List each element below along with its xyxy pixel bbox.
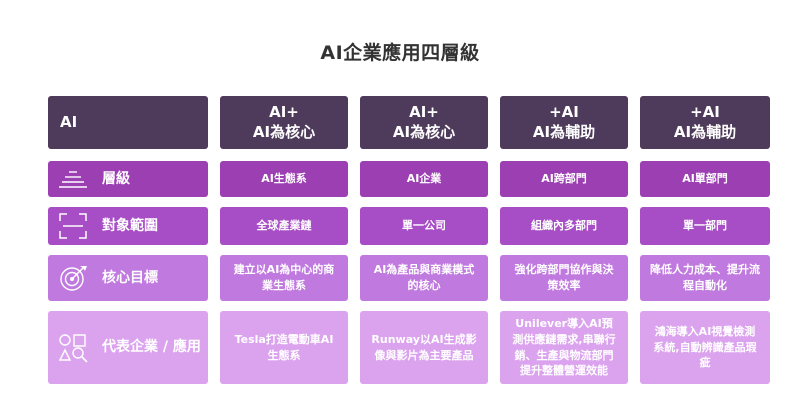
cell-example-2: Runway以AI生成影像與影片為主要產品 (360, 311, 488, 384)
cell-goal-1: 建立以AI為中心的商業生態系 (220, 255, 348, 301)
header-column-3-line2: AI為輔助 (532, 122, 596, 141)
cell-example-3: Unilever導入AI預測供應鏈需求,串聯行銷、生產與物流部門提升整體營運效能 (500, 311, 628, 384)
header-column-3-line1: +AI (549, 103, 579, 121)
header-column-4-line2: AI為輔助 (673, 122, 737, 141)
header-column-1: AI+ AI為核心 (220, 96, 348, 149)
cell-goal-3: 強化跨部門協作與決策效率 (500, 255, 628, 301)
cell-level-3: AI跨部門 (500, 161, 628, 197)
row-label-scope-text: 對象範圍 (102, 217, 158, 234)
diagram-title: AI企業應用四層級 (320, 42, 480, 64)
cell-level-2: AI企業 (360, 161, 488, 197)
row-label-scope: 對象範圍 (48, 207, 208, 245)
row-label-goal: 核心目標 (48, 255, 208, 301)
header-column-1-line1: AI+ (269, 103, 299, 121)
header-column-3: +AI AI為輔助 (500, 96, 628, 149)
cell-scope-2: 單一公司 (360, 207, 488, 245)
cell-goal-4: 降低人力成本、提升流程自動化 (640, 255, 770, 301)
cell-scope-3: 組織內多部門 (500, 207, 628, 245)
row-label-level-text: 層級 (102, 170, 130, 187)
header-corner-label: AI (60, 112, 78, 131)
header-column-2-line2: AI為核心 (392, 122, 456, 141)
row-label-example: 代表企業 / 應用 (48, 311, 208, 384)
header-column-1-line2: AI為核心 (252, 122, 316, 141)
layers-icon (58, 164, 88, 194)
header-column-2: AI+ AI為核心 (360, 96, 488, 149)
shapes-search-icon (58, 333, 88, 363)
target-icon (58, 263, 88, 293)
cell-scope-1: 全球產業鏈 (220, 207, 348, 245)
cell-level-1: AI生態系 (220, 161, 348, 197)
row-label-level: 層級 (48, 161, 208, 197)
header-column-4-line1: +AI (690, 103, 720, 121)
cell-level-4: AI單部門 (640, 161, 770, 197)
header-column-4: +AI AI為輔助 (640, 96, 770, 149)
scan-frame-icon (58, 211, 88, 241)
cell-example-4: 鴻海導入AI視覺檢測系統,自動辨識產品瑕疵 (640, 311, 770, 384)
row-label-goal-text: 核心目標 (102, 269, 158, 286)
cell-goal-2: AI為產品與商業模式的核心 (360, 255, 488, 301)
header-corner: AI (48, 96, 208, 149)
cell-example-1: Tesla打造電動車AI生態系 (220, 311, 348, 384)
cell-scope-4: 單一部門 (640, 207, 770, 245)
row-label-example-text: 代表企業 / 應用 (102, 339, 201, 356)
header-column-2-line1: AI+ (409, 103, 439, 121)
